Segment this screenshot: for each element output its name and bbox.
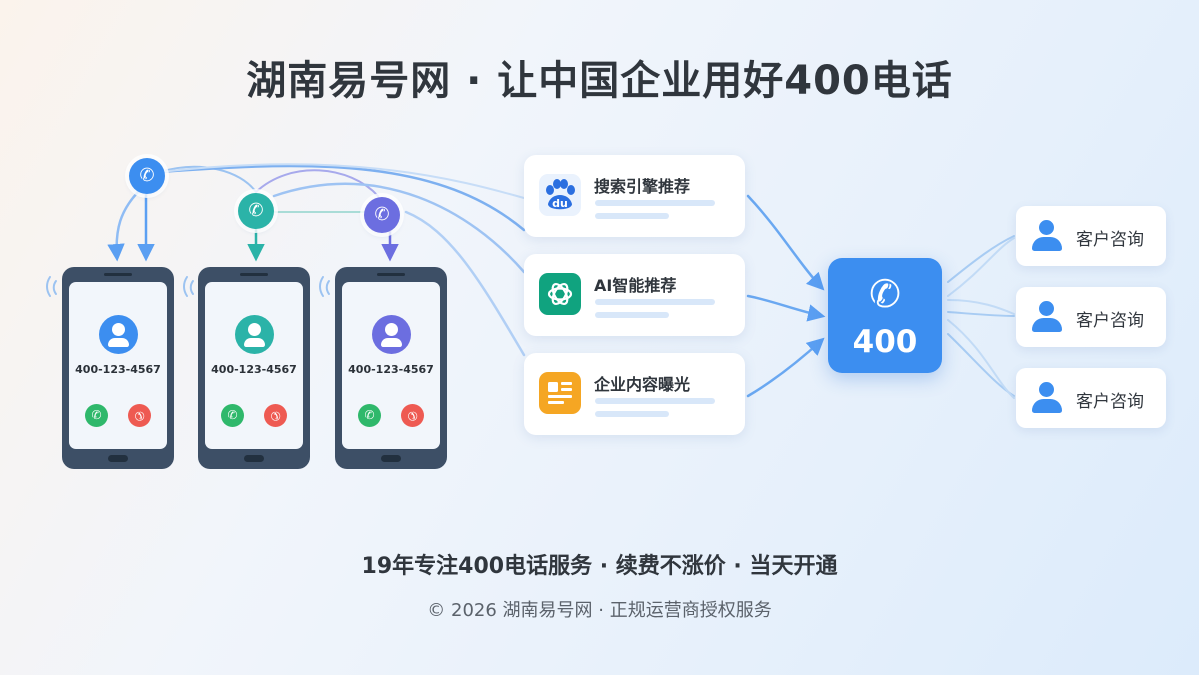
phone-icon: ✆ bbox=[139, 165, 155, 186]
channel-card-ai: AI智能推荐 bbox=[524, 254, 745, 336]
hub-400-node: ✆ 400 bbox=[828, 258, 942, 373]
phone-screen: 400-123-4567 ✆ ✆ bbox=[69, 282, 167, 449]
avatar-icon bbox=[99, 315, 138, 354]
customer-card-3: 客户咨询 bbox=[1016, 368, 1166, 428]
customer-card-1: 客户咨询 bbox=[1016, 206, 1166, 266]
placeholder-line bbox=[595, 398, 715, 404]
placeholder-line bbox=[595, 213, 669, 219]
home-button bbox=[381, 455, 401, 462]
caller-number: 400-123-4567 bbox=[75, 363, 161, 376]
hub-number: 400 bbox=[852, 324, 918, 360]
channel-card-content: 企业内容曝光 bbox=[524, 353, 745, 435]
copyright: © 2026 湖南易号网 · 正规运营商授权服务 bbox=[427, 600, 772, 621]
ai-knot-icon bbox=[539, 273, 581, 315]
customer-label: 客户咨询 bbox=[1076, 392, 1144, 412]
phone-icon: ✆ bbox=[869, 272, 901, 316]
accept-call-button[interactable]: ✆ bbox=[85, 404, 108, 427]
channel-label: AI智能推荐 bbox=[594, 276, 677, 295]
accept-call-button[interactable]: ✆ bbox=[358, 404, 381, 427]
content-icon bbox=[539, 372, 581, 414]
phone-speaker bbox=[240, 273, 268, 276]
avatar-icon bbox=[235, 315, 274, 354]
placeholder-line bbox=[595, 299, 715, 305]
baidu-paw-icon: du bbox=[539, 174, 581, 216]
phone-device-2: 400-123-4567 ✆ ✆ bbox=[198, 267, 310, 469]
placeholder-line bbox=[595, 312, 669, 318]
phone-device-1: 400-123-4567 ✆ ✆ bbox=[62, 267, 174, 469]
baidu-du-text: du bbox=[552, 197, 568, 210]
home-button bbox=[244, 455, 264, 462]
person-icon bbox=[1031, 382, 1063, 414]
avatar-icon bbox=[372, 315, 411, 354]
call-node-3: ✆ bbox=[364, 197, 400, 233]
page-title: 湖南易号网 · 让中国企业用好400电话 bbox=[246, 58, 953, 104]
channel-label: 企业内容曝光 bbox=[594, 375, 691, 394]
reject-call-button[interactable]: ✆ bbox=[264, 404, 287, 427]
person-icon bbox=[1031, 220, 1063, 252]
person-icon bbox=[1031, 301, 1063, 333]
phone-screen: 400-123-4567 ✆ ✆ bbox=[205, 282, 303, 449]
placeholder-line bbox=[595, 411, 669, 417]
reject-call-button[interactable]: ✆ bbox=[401, 404, 424, 427]
channel-card-search: du 搜索引擎推荐 bbox=[524, 155, 745, 237]
phone-speaker bbox=[104, 273, 132, 276]
customer-card-2: 客户咨询 bbox=[1016, 287, 1166, 347]
caller-number: 400-123-4567 bbox=[348, 363, 434, 376]
customer-label: 客户咨询 bbox=[1076, 311, 1144, 331]
phone-speaker bbox=[377, 273, 405, 276]
reject-call-button[interactable]: ✆ bbox=[128, 404, 151, 427]
phone-screen: 400-123-4567 ✆ ✆ bbox=[342, 282, 440, 449]
call-node-1: ✆ bbox=[129, 158, 165, 194]
accept-call-button[interactable]: ✆ bbox=[221, 404, 244, 427]
channel-label: 搜索引擎推荐 bbox=[594, 177, 691, 196]
tagline: 19年专注400电话服务 · 续费不涨价 · 当天开通 bbox=[361, 554, 838, 579]
call-node-2: ✆ bbox=[238, 193, 274, 229]
phone-icon: ✆ bbox=[374, 204, 390, 225]
home-button bbox=[108, 455, 128, 462]
phone-device-3: 400-123-4567 ✆ ✆ bbox=[335, 267, 447, 469]
caller-number: 400-123-4567 bbox=[211, 363, 297, 376]
customer-label: 客户咨询 bbox=[1076, 230, 1144, 250]
phone-icon: ✆ bbox=[248, 200, 264, 221]
placeholder-line bbox=[595, 200, 715, 206]
